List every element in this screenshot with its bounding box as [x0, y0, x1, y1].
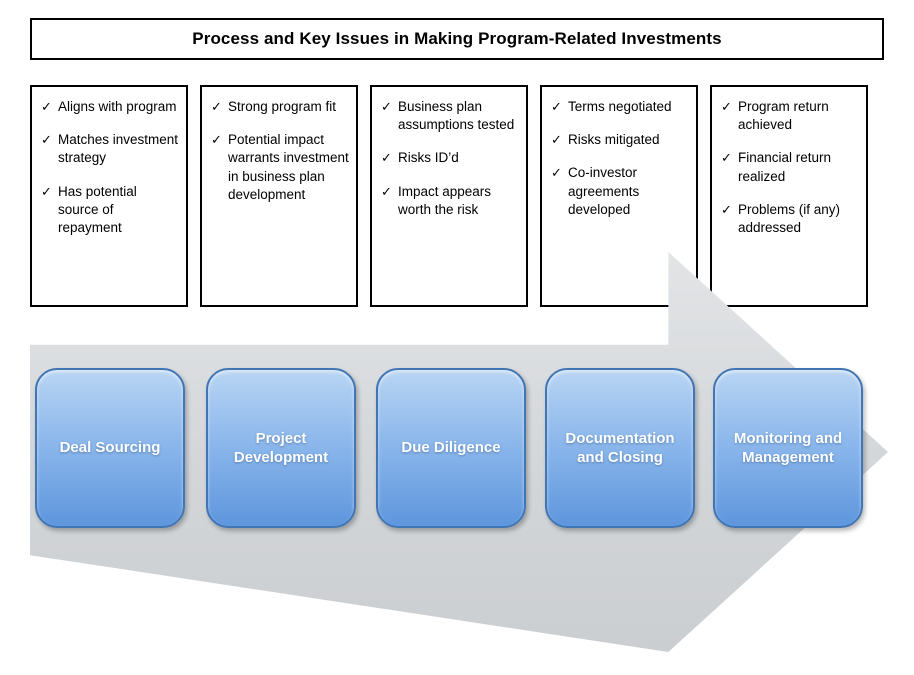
checklist-item: ✓ Impact appears worth the risk [381, 183, 520, 219]
check-icon: ✓ [381, 183, 392, 199]
diagram-title-box: Process and Key Issues in Making Program… [30, 18, 884, 60]
stage-box-deal-sourcing: Deal Sourcing [35, 368, 185, 528]
check-icon: ✓ [41, 132, 52, 148]
checklist-item-text: Matches investment strategy [58, 132, 179, 166]
checklist-item: ✓ Risks mitigated [551, 131, 690, 149]
checklist-item: ✓ Matches investment strategy [41, 131, 180, 167]
checklist-item: ✓ Potential impact warrants investment i… [211, 131, 350, 204]
check-icon: ✓ [721, 150, 732, 166]
checklist-item: ✓ Business plan assumptions tested [381, 98, 520, 134]
checklist-item-text: Terms negotiated [568, 99, 672, 114]
checklist-item: ✓ Program return achieved [721, 98, 860, 134]
checklist-item: ✓ Strong program fit [211, 98, 350, 116]
issue-box-project-development: ✓ Strong program fit ✓ Potential impact … [200, 85, 358, 307]
check-icon: ✓ [551, 165, 562, 181]
checklist-item-text: Financial return realized [738, 150, 832, 184]
check-icon: ✓ [551, 99, 562, 114]
checklist-item: ✓ Aligns with program [41, 98, 180, 116]
stage-label: Documentation and Closing [565, 429, 675, 467]
check-icon: ✓ [211, 132, 222, 148]
stage-box-project-development: Project Development [206, 368, 356, 528]
stage-label: Monitoring and Management [733, 429, 843, 467]
checklist-item-text: Aligns with program [58, 99, 177, 114]
stage-label: Project Development [233, 429, 329, 467]
check-icon: ✓ [721, 201, 732, 217]
checklist-item: ✓ Has potential source of repayment [41, 183, 180, 238]
checklist-item-text: Business plan assumptions tested [398, 99, 515, 133]
stage-box-due-diligence: Due Diligence [376, 368, 526, 528]
checklist-item-text: Strong program fit [228, 99, 337, 114]
issue-box-due-diligence: ✓ Business plan assumptions tested ✓ Ris… [370, 85, 528, 307]
check-icon: ✓ [41, 99, 52, 114]
checklist-item-text: Co-investor agreements developed [568, 165, 640, 217]
issue-box-deal-sourcing: ✓ Aligns with program ✓ Matches investme… [30, 85, 188, 307]
stage-box-monitoring-management: Monitoring and Management [713, 368, 863, 528]
checklist-item-text: Has potential source of repayment [58, 183, 137, 236]
checklist-item-text: Risks ID’d [398, 150, 459, 166]
stage-label: Deal Sourcing [59, 439, 161, 457]
issue-box-documentation-closing: ✓ Terms negotiated ✓ Risks mitigated ✓ C… [540, 85, 698, 307]
checklist-item: ✓ Risks ID’d [381, 149, 520, 167]
checklist-item-text: Risks mitigated [568, 132, 660, 148]
check-icon: ✓ [211, 99, 222, 114]
checklist-item: ✓ Terms negotiated [551, 98, 690, 116]
checklist-item: ✓ Financial return realized [721, 149, 860, 185]
check-icon: ✓ [41, 183, 52, 199]
issue-box-monitoring-management: ✓ Program return achieved ✓ Financial re… [710, 85, 868, 307]
checklist-item-text: Problems (if any) addressed [738, 201, 841, 236]
checklist-item-text: Potential impact warrants investment in … [228, 132, 349, 202]
check-icon: ✓ [551, 132, 562, 148]
checklist-item-text: Impact appears worth the risk [398, 183, 492, 217]
check-icon: ✓ [381, 99, 392, 114]
checklist-item: ✓ Co-investor agreements developed [551, 164, 690, 219]
stage-label: Due Diligence [401, 439, 501, 457]
checklist-item: ✓ Problems (if any) addressed [721, 201, 860, 237]
diagram-title: Process and Key Issues in Making Program… [192, 29, 722, 48]
check-icon: ✓ [721, 99, 732, 114]
stage-box-documentation-closing: Documentation and Closing [545, 368, 695, 528]
checklist-item-text: Program return achieved [738, 99, 829, 133]
check-icon: ✓ [381, 150, 392, 166]
